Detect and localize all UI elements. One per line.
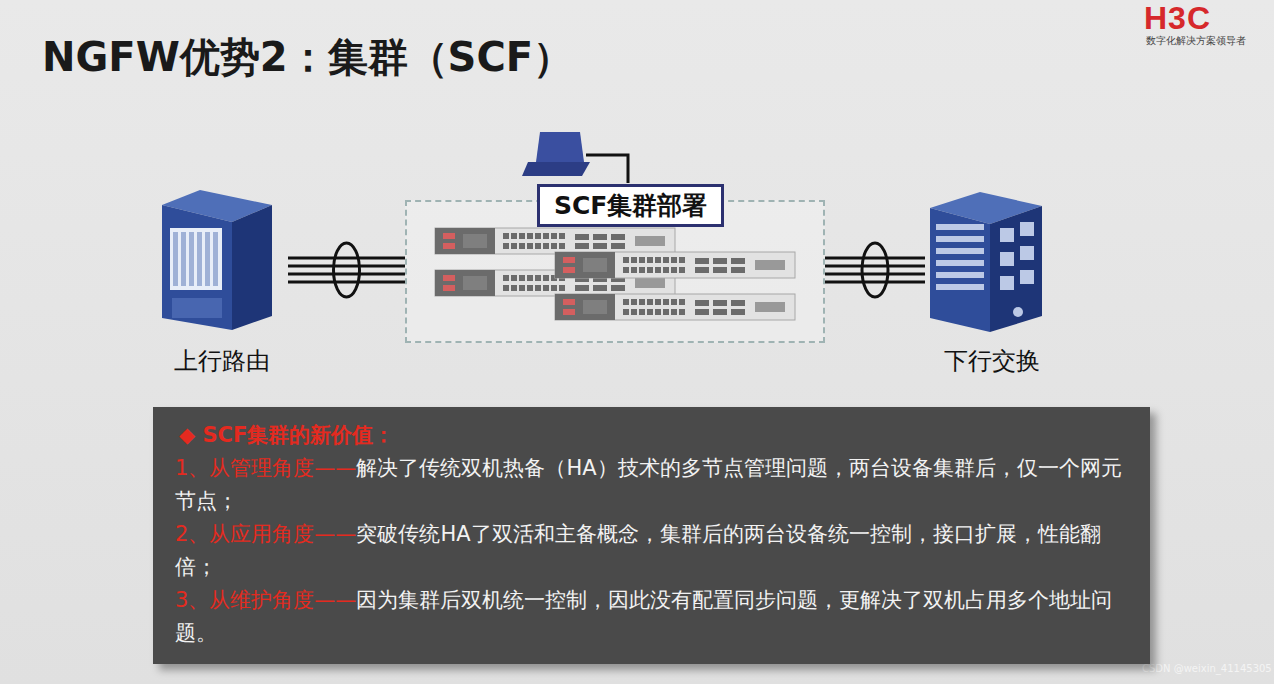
item-prefix: 3、从维护角度—— [175, 588, 356, 612]
item-prefix: 2、从应用角度—— [175, 522, 356, 546]
panel-item: 1、从管理角度——解决了传统双机热备（HA）技术的多节点管理问题，两台设备集群后… [175, 452, 1128, 518]
panel-heading: ◆ SCF集群的新价值： [175, 419, 1128, 452]
cluster-heading: SCF集群部署 [537, 184, 724, 227]
logo: H3C [1144, 0, 1211, 37]
tagline: 数字化解决方案领导者 [1146, 34, 1246, 48]
link-bundle [825, 243, 925, 297]
panel-item: 2、从应用角度——突破传统HA了双活和主备概念，集群后的两台设备统一控制，接口扩… [175, 518, 1128, 584]
page-title: NGFW优势2：集群（SCF） [42, 30, 573, 85]
panel-item: 3、从维护角度——因为集群后双机统一控制，因此没有配置同步问题，更解决了双机占用… [175, 584, 1128, 650]
device-label: 上行路由 [155, 345, 288, 377]
router-node: 上行路由 [155, 185, 288, 377]
item-prefix: 1、从管理角度—— [175, 456, 356, 480]
info-panel: ◆ SCF集群的新价值：1、从管理角度——解决了传统双机热备（HA）技术的多节点… [153, 407, 1150, 664]
watermark: CSDN @weixin_41145305 [1142, 663, 1272, 674]
switch-icon [930, 192, 1042, 332]
device-label: 下行交换 [925, 345, 1058, 377]
computer-icon [522, 132, 628, 183]
switch-node: 下行交换 [925, 185, 1058, 377]
router-icon [162, 190, 272, 330]
cluster-region: SCF集群部署 [405, 200, 825, 343]
link-bundle [288, 243, 405, 297]
